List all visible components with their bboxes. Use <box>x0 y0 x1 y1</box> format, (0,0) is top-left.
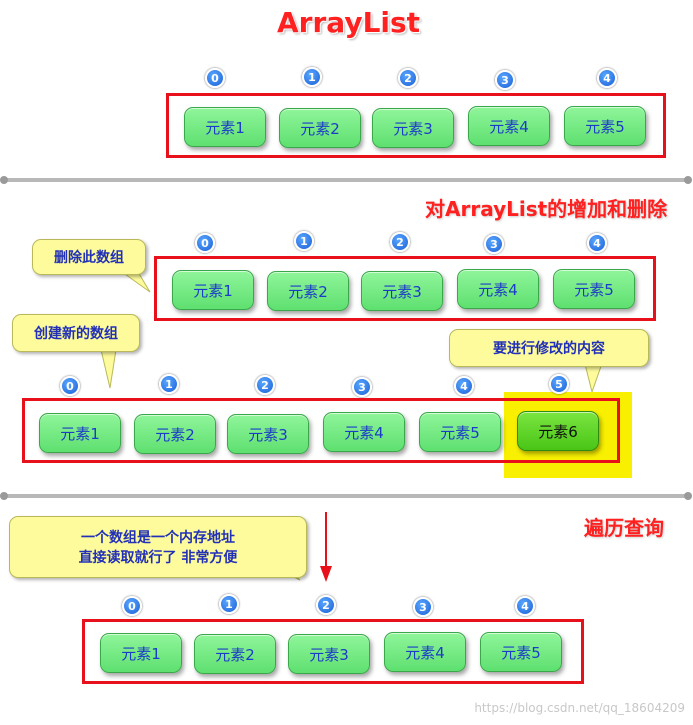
element-cell: 元素1 <box>100 633 182 673</box>
index-badge: 2 <box>316 595 336 615</box>
modify-content-callout: 要进行修改的内容 <box>449 329 649 367</box>
index-badge: 2 <box>390 232 410 252</box>
memory-callout: 一个数组是一个内存地址 直接读取就行了 非常方便 <box>9 516 307 578</box>
create-array-callout: 创建新的数组 <box>12 314 140 352</box>
index-badge: 4 <box>597 68 617 88</box>
element-cell: 元素2 <box>267 271 349 311</box>
index-badge: 3 <box>495 70 515 90</box>
delete-array-callout: 删除此数组 <box>32 239 146 275</box>
index-badge: 1 <box>159 374 179 394</box>
element-cell: 元素5 <box>553 269 635 309</box>
element-cell: 元素5 <box>564 106 646 146</box>
index-badge: 0 <box>195 233 215 253</box>
index-badge: 1 <box>219 594 239 614</box>
index-badge: 3 <box>352 377 372 397</box>
element-cell: 元素2 <box>279 108 361 148</box>
arraylist-title: ArrayList <box>277 6 421 39</box>
index-badge: 1 <box>302 67 322 87</box>
element-cell: 元素3 <box>288 634 370 674</box>
index-badge: 0 <box>205 68 225 88</box>
element-cell: 元素4 <box>323 412 405 452</box>
element-cell: 元素4 <box>457 269 539 309</box>
traverse-title: 遍历查询 <box>584 516 664 540</box>
index-badge: 3 <box>484 234 504 254</box>
index-badge: 2 <box>398 68 418 88</box>
element-cell: 元素4 <box>384 632 466 672</box>
section-divider <box>0 492 692 500</box>
element-cell: 元素3 <box>372 108 454 148</box>
add-remove-title: 对ArrayList的增加和删除 <box>425 197 668 221</box>
index-badge: 1 <box>294 231 314 251</box>
index-badge: 0 <box>122 596 142 616</box>
array-frame <box>82 619 584 684</box>
array-frame <box>22 398 620 463</box>
index-badge: 4 <box>454 376 474 396</box>
new-element-cell: 元素6 <box>517 411 599 451</box>
element-cell: 元素5 <box>480 632 562 672</box>
memory-callout-line-1: 一个数组是一个内存地址 <box>81 530 235 546</box>
watermark: https://blog.csdn.net/qq_18604209 <box>474 701 685 715</box>
element-cell: 元素1 <box>39 413 121 453</box>
element-cell: 元素2 <box>134 414 216 454</box>
index-badge: 0 <box>60 376 80 396</box>
down-arrow-head <box>320 566 332 582</box>
element-cell: 元素2 <box>194 634 276 674</box>
element-cell: 元素4 <box>468 106 550 146</box>
element-cell: 元素3 <box>227 414 309 454</box>
index-badge: 4 <box>515 596 535 616</box>
element-cell: 元素5 <box>419 412 501 452</box>
array-frame <box>166 93 666 158</box>
memory-callout-line-2: 直接读取就行了 非常方便 <box>78 550 238 566</box>
section-divider <box>0 176 692 184</box>
index-badge: 5 <box>549 374 569 394</box>
index-badge: 3 <box>413 597 433 617</box>
index-badge: 4 <box>587 233 607 253</box>
element-cell: 元素3 <box>361 271 443 311</box>
element-cell: 元素1 <box>184 107 266 147</box>
array-frame <box>154 256 656 321</box>
element-cell: 元素1 <box>172 270 254 310</box>
index-badge: 2 <box>255 375 275 395</box>
